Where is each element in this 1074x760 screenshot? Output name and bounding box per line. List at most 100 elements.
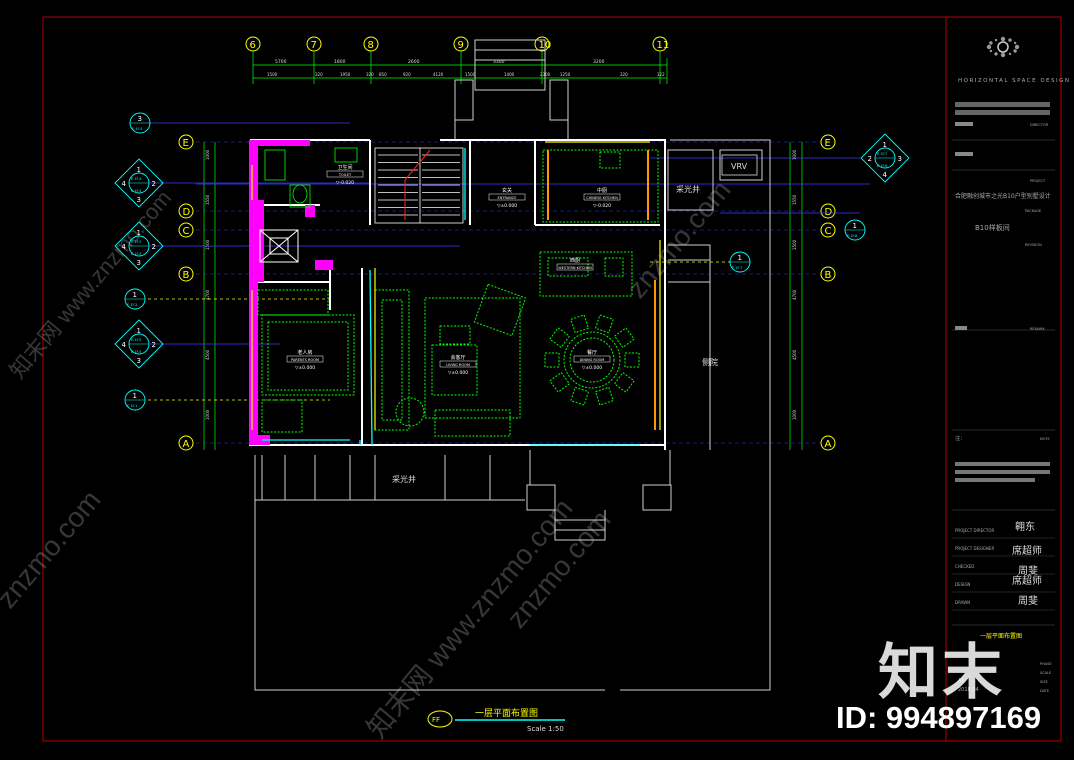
phase-label: DATE — [1040, 689, 1049, 693]
phase-labels: PHASE SCALE SIZE DATE — [1040, 662, 1052, 693]
dim-top-1: 3200 — [593, 59, 605, 65]
grid-row-label: E — [183, 138, 189, 149]
dim-right: 1500 — [792, 239, 797, 250]
role-label: DRAWN — [955, 600, 970, 605]
vrv-box — [721, 154, 758, 176]
room-name-zh: 卫生间 — [337, 164, 352, 171]
dim-right: 1000 — [792, 409, 797, 420]
svg-text:1: 1 — [738, 254, 742, 262]
svg-text:REMARK: REMARK — [1030, 327, 1045, 331]
room-name-en: CHINESE KITCHEN — [586, 196, 618, 200]
dim-right: 4700 — [792, 289, 797, 300]
dining-chair — [594, 314, 614, 334]
phase-label: SIZE — [1040, 680, 1048, 684]
svg-text:4: 4 — [122, 243, 127, 251]
grid-row-label: C — [183, 226, 190, 237]
grid-row-label: D — [825, 207, 833, 218]
room-tags: 卫生间TOILET▽-0.020玄关ENTRANCE▽±0.000中厨CHINE… — [286, 164, 621, 376]
dining-chair — [570, 386, 590, 406]
dining-chair — [544, 352, 560, 368]
dim-top-1: 1800 — [334, 59, 346, 65]
svg-text:1: 1 — [137, 327, 141, 335]
dim-left: 1500 — [205, 239, 210, 250]
elev-ref: E.1F.5 — [131, 350, 141, 354]
phase-label: PHASE — [1040, 662, 1052, 666]
grid-row-label: E — [825, 138, 831, 149]
svg-text:翱东: 翱东 — [1015, 520, 1035, 533]
orange-wall-segments — [547, 150, 656, 430]
dim-top-2: 122 — [657, 72, 665, 77]
elev-single-3: 1E.1F.1 — [124, 389, 146, 411]
right-dimensions: 1000 1550 1500 4700 4500 1000 — [792, 149, 797, 420]
dim-right: 4500 — [792, 349, 797, 360]
svg-text:2: 2 — [152, 180, 156, 188]
dim-right: 1000 — [792, 149, 797, 160]
elev-single-5: 1E.1F.7 — [729, 251, 751, 273]
room-name-zh: 西厨 — [570, 258, 580, 264]
svg-text:1: 1 — [133, 392, 137, 400]
svg-text:3: 3 — [137, 259, 141, 267]
elev-ref: E.1F.6 — [877, 164, 887, 168]
elevator — [259, 229, 299, 263]
dining-chair — [613, 371, 635, 393]
dining-chair — [549, 327, 571, 349]
grid-row-C-right: C — [820, 222, 836, 238]
elev-single-1: 3E.1F.4 — [129, 112, 151, 134]
svg-text:1: 1 — [853, 222, 857, 230]
svg-text:4: 4 — [883, 171, 888, 179]
role-label: PROJECT DESIGNER — [955, 546, 995, 551]
grid-lines — [150, 122, 870, 444]
dim-top-2: 1400 — [504, 72, 515, 77]
phase-label: SCALE — [1040, 671, 1051, 675]
elev-ref: E.1F.4 — [131, 189, 142, 193]
dim-top-2: 320 — [315, 72, 323, 77]
room-name-en: LIVING ROOM — [446, 363, 470, 367]
dining-chair — [594, 386, 614, 406]
room-name-en: WESTERN KITCHEN — [558, 266, 592, 270]
grid-column-label: 8 — [368, 40, 374, 51]
watermark-text-1: 知末网 www.znzmo.com — [5, 185, 177, 383]
elev-ref: E.1F.3 — [131, 252, 141, 256]
room-name-zh: 餐厅 — [587, 349, 597, 356]
elevation-leader-lines — [148, 261, 730, 401]
role-label: PROJECT DIRECTOR — [955, 528, 995, 533]
dining-chair — [570, 314, 590, 334]
grid-row-E-right: E — [820, 134, 836, 150]
dim-left: 1000 — [205, 409, 210, 420]
dim-right: 1550 — [792, 194, 797, 205]
elev-ref: E.1F.3 — [131, 240, 141, 244]
svg-text:4: 4 — [122, 341, 127, 349]
svg-text:1: 1 — [133, 291, 137, 299]
grid-row-E-left: E — [178, 134, 194, 150]
watermark-text-2: znzmo.com — [0, 484, 107, 614]
room-level: ▽-0.020 — [336, 180, 354, 186]
dim-top-2: 850 — [379, 72, 387, 77]
watermark-diagonal: 知末网 www.znzmo.com znzmo.com 知末网 www.znzm… — [0, 174, 737, 744]
svg-text:席超师: 席超师 — [1012, 574, 1042, 587]
dim-top-2: 1500 — [267, 72, 278, 77]
signatures: 翱东 席超师 周斐 席超师 周斐 — [1012, 520, 1042, 607]
dim-top-1: 5700 — [275, 59, 287, 65]
svg-text:3: 3 — [137, 196, 141, 204]
grid-column-label: 9 — [458, 40, 464, 51]
light-well-label-1: 采光井 — [676, 184, 700, 194]
view-tag-bubble — [427, 710, 453, 728]
elev-ref: E.1F.5 — [131, 338, 141, 342]
elev-ref: E.1F.7 — [877, 152, 887, 156]
stair-arrow — [404, 149, 431, 220]
site-boundary — [254, 39, 771, 691]
watermark-text-3: 知末网 www.znzmo.com — [361, 493, 579, 744]
room-level: ▽±0.000 — [582, 365, 602, 371]
svg-text:1: 1 — [883, 141, 887, 149]
dim-top-2: 920 — [403, 72, 411, 77]
dim-top-2: 1250 — [560, 72, 571, 77]
grid-column-label: 7 — [311, 40, 317, 51]
grid-row-label: D — [183, 207, 191, 218]
dining-chair — [613, 327, 635, 349]
